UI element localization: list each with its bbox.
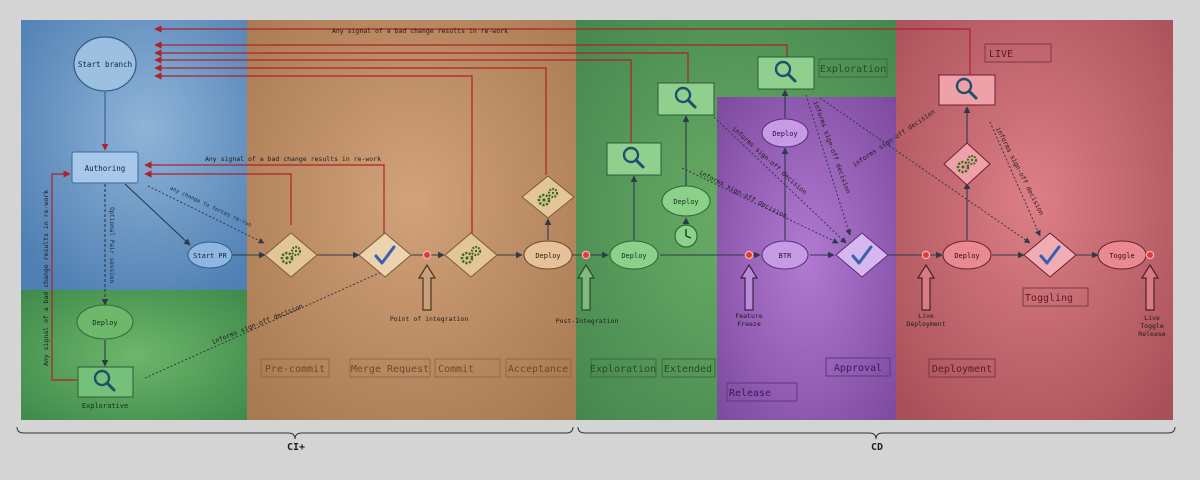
explorative-label: Explorative [82, 402, 128, 410]
deploy-live-node[interactable]: Deploy [942, 240, 992, 270]
stage-exploration: Exploration [590, 358, 657, 378]
informs-lines [144, 94, 1041, 379]
start-pr-label: Start PR [193, 252, 228, 260]
toggle-node[interactable]: Toggle [1097, 240, 1147, 270]
deploy-local-label: Deploy [92, 319, 117, 327]
deploy-extended-label: Deploy [673, 198, 698, 206]
stage-live: LIVE [984, 43, 1052, 63]
stage-deployment: Deployment [928, 358, 996, 378]
stage-acceptance-label: Acceptance [508, 364, 568, 375]
live-toggle-label-3: Release [1138, 330, 1165, 338]
deploy-release-label: Deploy [772, 130, 797, 138]
deploy-pi-label: Deploy [621, 252, 646, 260]
stage-live-label: LIVE [989, 49, 1013, 60]
stage-toggling: Toggling [1022, 287, 1089, 307]
lane-green-local [21, 290, 247, 420]
stage-extended-label: Extended [664, 364, 712, 375]
stage-precommit-label: Pre-commit [265, 364, 325, 375]
deploy-acceptance-node[interactable]: Deploy [523, 240, 573, 270]
ci-label: CI+ [287, 442, 305, 453]
deploy-local-node[interactable]: Deploy [76, 304, 134, 340]
lane-orange [247, 20, 576, 420]
stage-deployment-label: Deployment [932, 364, 992, 375]
feature-freeze-label-2: Freeze [737, 320, 761, 328]
deploy-extended-node[interactable]: Deploy [661, 185, 711, 217]
start-branch-node[interactable]: Start branch [73, 36, 137, 92]
stage-toggling-label: Toggling [1025, 293, 1073, 304]
live-deployment-label-1: Live [918, 312, 934, 320]
precommit-gate[interactable] [264, 232, 318, 278]
stage-extended: Extended [661, 358, 716, 378]
stage-release-label: Release [729, 388, 771, 399]
live-toggle-label-1: Live [1144, 314, 1160, 322]
approval-gate[interactable] [835, 232, 889, 278]
explorative-node[interactable]: Explorative [77, 366, 134, 410]
stage-commit-label: Commit [438, 364, 474, 375]
deploy-release-node[interactable]: Deploy [761, 118, 809, 148]
live-check[interactable] [938, 74, 996, 106]
ci-brace [16, 426, 574, 440]
stage-exploration-label: Exploration [590, 364, 656, 375]
integration-label: Point of integration [390, 315, 468, 323]
toggling-gate[interactable] [1023, 232, 1077, 278]
start-branch-label: Start branch [78, 60, 132, 69]
stage-merge-request: Merge Request [349, 358, 431, 378]
exploration-check-1[interactable] [606, 142, 662, 176]
deploy-post-integration-node[interactable]: Deploy [609, 240, 659, 270]
lane-red [896, 20, 1173, 420]
exploration-check-top[interactable] [757, 56, 815, 90]
authoring-node[interactable]: Authoring [71, 151, 139, 184]
live-toggle-label-2: Toggle [1140, 322, 1164, 330]
stage-merge-request-label: Merge Request [351, 364, 429, 375]
toggle-label: Toggle [1109, 252, 1134, 260]
deploy-acceptance-label: Deploy [535, 252, 560, 260]
milestone-arrows [417, 263, 1160, 311]
merge-approval-gate[interactable] [358, 232, 412, 278]
stage-commit: Commit [434, 358, 501, 378]
stage-exploration-top-label: Exploration [820, 64, 886, 75]
stage-exploration-top: Exploration [818, 58, 888, 78]
clock-icon [674, 224, 698, 248]
btr-label: BTR [779, 252, 792, 260]
acceptance-gate[interactable] [521, 175, 575, 219]
live-deploy-gate[interactable] [943, 142, 991, 186]
side-rework-label: Any signal of a bad change results in re… [42, 190, 50, 366]
mid-rework-label: Any signal of a bad change results in re… [205, 155, 381, 163]
live-deployment-label-2: Deployment [906, 320, 945, 328]
marker-dots [422, 250, 1155, 260]
post-integration-label: Post-Integration [556, 317, 619, 325]
top-rework-label: Any signal of a bad change results in re… [332, 27, 508, 35]
cd-label: CD [871, 442, 883, 453]
btr-node[interactable]: BTR [761, 240, 809, 270]
feature-freeze-label-1: Feature [735, 312, 762, 320]
stage-precommit: Pre-commit [260, 358, 330, 378]
deploy-live-label: Deploy [954, 252, 979, 260]
stage-release: Release [726, 382, 798, 402]
optional-pair-label: Optional Pair session [108, 207, 115, 283]
stage-acceptance: Acceptance [505, 358, 572, 378]
stage-approval-label: Approval [834, 363, 882, 374]
extended-check[interactable] [657, 82, 715, 116]
cd-brace [577, 426, 1176, 440]
commit-gate[interactable] [444, 232, 498, 278]
stage-approval: Approval [825, 357, 891, 377]
rework-arrows [51, 25, 971, 381]
authoring-label: Authoring [85, 164, 126, 173]
start-pr-node[interactable]: Start PR [187, 241, 233, 269]
